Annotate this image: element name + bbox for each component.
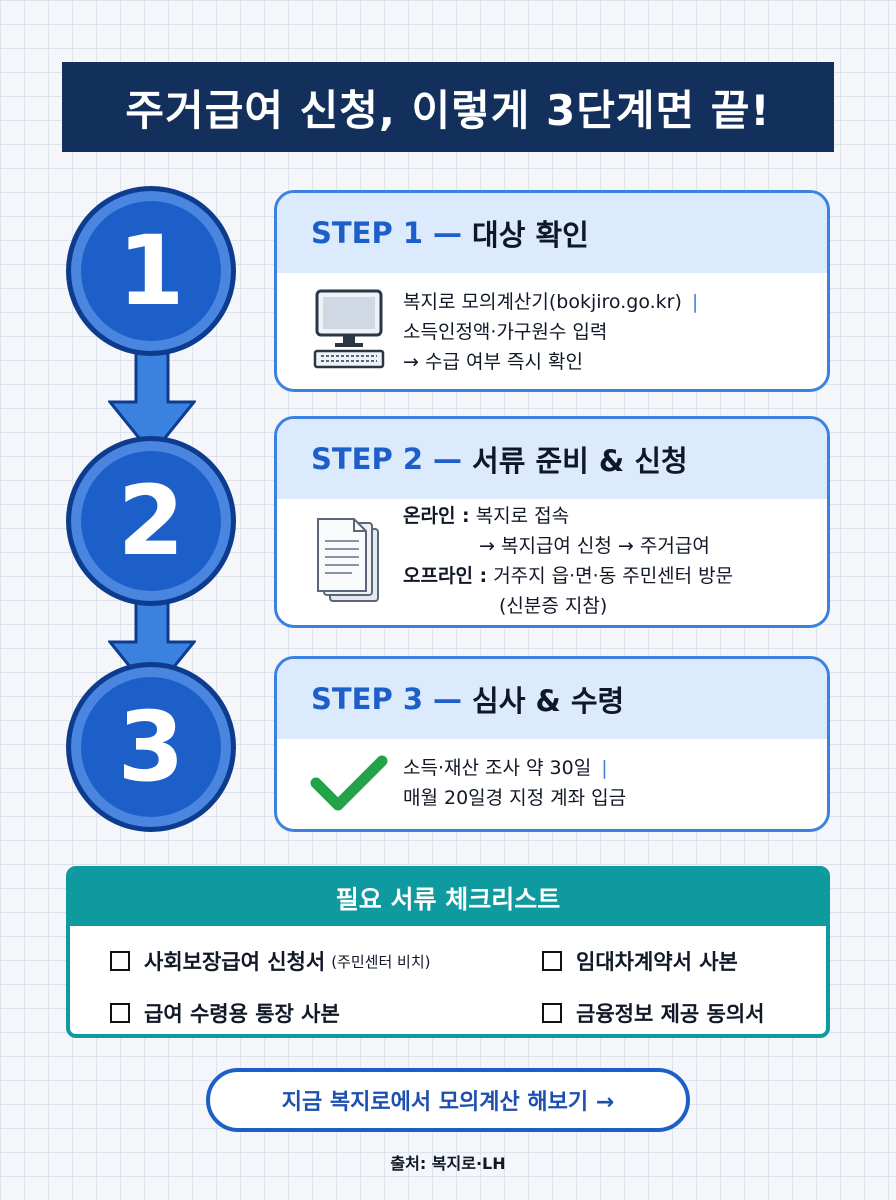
step-line: 소득인정액·가구원수 입력 — [403, 321, 608, 343]
checklist-item[interactable]: 급여 수령용 통장 사본 — [110, 998, 542, 1028]
step-header: STEP 1 — 대상 확인 — [277, 193, 827, 273]
step-line: 거주지 읍·면·동 주민센터 방문 — [493, 565, 734, 587]
step-description: 온라인 : 복지로 접속 → 복지급여 신청 → 주거급여 오프라인 : 거주지… — [391, 501, 733, 621]
page-title: 주거급여 신청, 이렇게 3단계면 끝! — [125, 85, 771, 135]
step-number-text: 1 — [117, 215, 185, 327]
step-number-text: 3 — [117, 691, 185, 803]
checkbox[interactable] — [542, 951, 562, 971]
step-body: 온라인 : 복지로 접속 → 복지급여 신청 → 주거급여 오프라인 : 거주지… — [277, 499, 827, 621]
step-dash: — — [433, 442, 463, 476]
step-name: 대상 확인 — [472, 218, 589, 252]
checkbox[interactable] — [542, 1003, 562, 1023]
step-header: STEP 3 — 심사 & 수령 — [277, 659, 827, 739]
step-dash: — — [433, 682, 463, 716]
separator-mark: | — [691, 291, 699, 313]
checklist-item[interactable]: 사회보장급여 신청서 (주민센터 비치) — [110, 946, 542, 976]
step-body: 복지로 모의계산기(bokjiro.go.kr)| 소득인정액·가구원수 입력 … — [277, 273, 827, 377]
checklist-item-label: 급여 수령용 통장 사본 — [144, 1002, 340, 1026]
step-number-column: 1 2 3 — [0, 0, 260, 860]
simulate-cta-button[interactable]: 지금 복지로에서 모의계산 해보기 → — [206, 1068, 690, 1132]
checklist-item-note: (주민센터 비치) — [331, 952, 431, 971]
step-number-3: 3 — [66, 662, 236, 832]
offline-label: 오프라인 : — [403, 565, 488, 587]
step-line: 복지로 모의계산기(bokjiro.go.kr) — [403, 291, 682, 313]
step-card-1: STEP 1 — 대상 확인 복지로 모의계산기(bokjiro.go.kr) |… — [274, 190, 830, 392]
step-name: 심사 & 수령 — [472, 684, 625, 718]
checkbox[interactable] — [110, 1003, 130, 1023]
step-body: 소득·재산 조사 약 30일 | 매월 20일경 지정 계좌 입금 — [277, 739, 827, 813]
step-line: 복지로 접속 — [475, 505, 570, 527]
step-label: STEP 3 — [311, 682, 424, 716]
step-line: → 복지급여 신청 → 주거급여 — [479, 535, 710, 557]
step-line: → 수급 여부 즉시 확인 — [403, 351, 583, 373]
step-description: 복지로 모의계산기(bokjiro.go.kr)| 소득인정액·가구원수 입력 … — [391, 287, 698, 377]
checklist-item[interactable]: 임대차계약서 사본 — [542, 946, 826, 976]
checklist-title: 필요 서류 체크리스트 — [70, 870, 826, 926]
step-dash: — — [433, 216, 463, 250]
checklist-item-label: 사회보장급여 신청서 — [144, 950, 326, 974]
step-description: 소득·재산 조사 약 30일 | 매월 20일경 지정 계좌 입금 — [391, 753, 626, 813]
step-number-1: 1 — [66, 186, 236, 356]
source-credit: 출처: 복지로·LH — [390, 1154, 506, 1173]
checklist-item-label: 금융정보 제공 동의서 — [576, 1002, 765, 1026]
step-line: (신분증 지참) — [499, 595, 608, 617]
checklist-item-label: 임대차계약서 사본 — [576, 950, 738, 974]
step-line: 매월 20일경 지정 계좌 입금 — [403, 787, 627, 809]
checkbox[interactable] — [110, 951, 130, 971]
checklist-item[interactable]: 금융정보 제공 동의서 — [542, 998, 826, 1028]
document-icon — [307, 501, 391, 607]
step-number-2: 2 — [66, 436, 236, 606]
computer-icon — [307, 287, 391, 371]
online-label: 온라인 : — [403, 505, 470, 527]
document-checklist: 필요 서류 체크리스트 사회보장급여 신청서 (주민센터 비치) 임대차계약서 … — [66, 866, 830, 1038]
separator-mark: | — [601, 757, 608, 779]
step-line: 소득·재산 조사 약 30일 — [403, 757, 592, 779]
checkmark-icon — [307, 753, 391, 813]
step-label: STEP 2 — [311, 442, 424, 476]
step-card-2: STEP 2 — 서류 준비 & 신청 온라인 : 복지로 접속 → 복지급여 … — [274, 416, 830, 628]
step-name: 서류 준비 & 신청 — [472, 444, 688, 478]
title-banner: 주거급여 신청, 이렇게 3단계면 끝! — [62, 62, 834, 152]
step-number-text: 2 — [117, 465, 185, 577]
step-label: STEP 1 — [311, 216, 424, 250]
checklist-grid: 사회보장급여 신청서 (주민센터 비치) 임대차계약서 사본 급여 수령용 통장… — [70, 926, 826, 1028]
step-header: STEP 2 — 서류 준비 & 신청 — [277, 419, 827, 499]
step-card-3: STEP 3 — 심사 & 수령 소득·재산 조사 약 30일 | 매월 20일경… — [274, 656, 830, 832]
